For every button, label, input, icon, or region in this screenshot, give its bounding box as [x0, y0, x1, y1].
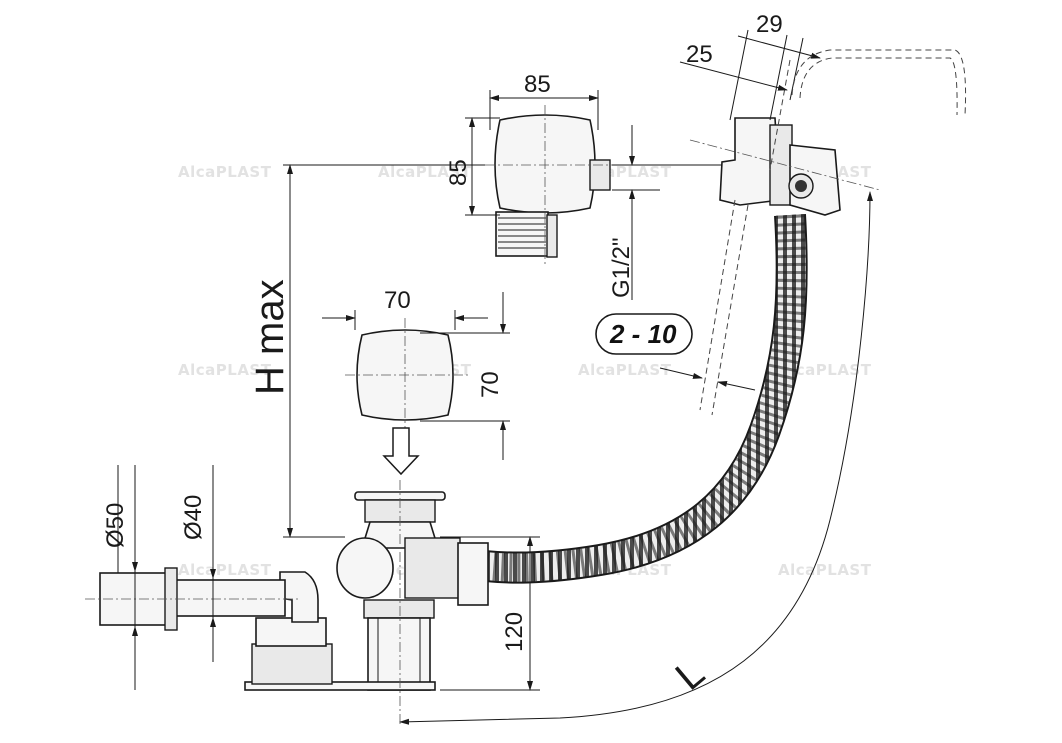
down-arrow-icon: [382, 427, 420, 476]
watermark-logo: AlcaPLAST: [178, 361, 272, 379]
outlet-diameter-50-label: Ø50: [102, 503, 129, 548]
outlet-diameter-40-label: Ø40: [180, 495, 207, 540]
overflow-depth-a-label: 25: [686, 41, 713, 68]
overflow-head-width-label: 85: [524, 71, 551, 98]
watermark-logo: AlcaPLAST: [378, 163, 472, 181]
hose-length-label: L: [668, 651, 713, 699]
thread-size-label: G1/2": [608, 237, 635, 298]
watermark-logo: AlcaPLAST: [578, 361, 672, 379]
overflow-depth-b-label: 29: [756, 11, 783, 38]
wall-thickness-label: 2 - 10: [609, 319, 677, 349]
watermark-logo: AlcaPLAST: [778, 561, 872, 579]
max-height-label: H max: [248, 279, 292, 395]
plug-head-drawing: [345, 318, 470, 430]
overflow-head-drawing: [485, 105, 615, 265]
flexible-hose: [483, 214, 808, 584]
watermark-logo: AlcaPLAST: [178, 561, 272, 579]
plug-height-label: 70: [477, 371, 504, 398]
trap-height-label: 120: [501, 612, 528, 652]
waste-body-drawing: [85, 480, 489, 725]
overflow-head-height-label: 85: [445, 159, 472, 186]
plug-width-label: 70: [384, 287, 411, 314]
watermark-logo: AlcaPLAST: [178, 163, 272, 181]
